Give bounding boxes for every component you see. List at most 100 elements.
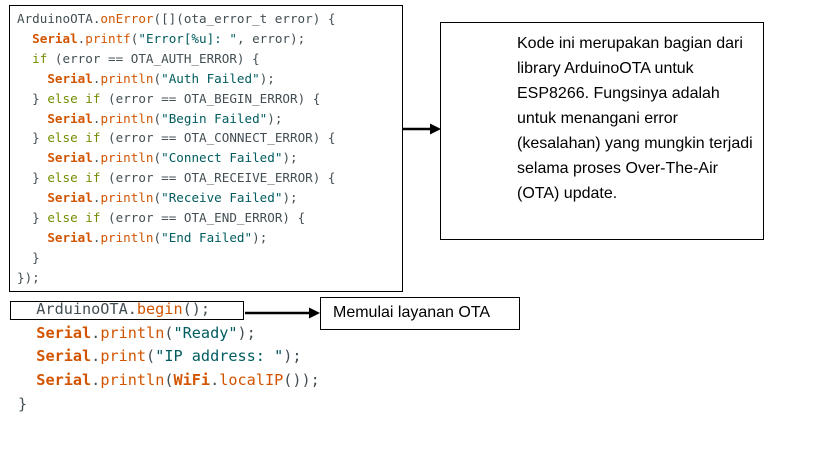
code-token: if xyxy=(85,130,101,146)
code-token: } xyxy=(17,90,48,106)
code-token: (error == OTA_BEGIN_ERROR) { xyxy=(100,90,321,106)
code-line: if (error == OTA_AUTH_ERROR) { xyxy=(17,49,336,69)
code-token: if xyxy=(85,90,101,106)
code-token: println xyxy=(100,150,154,166)
code-token: . xyxy=(210,371,220,390)
code-token: onError xyxy=(100,11,154,26)
code-token: (error == OTA_END_ERROR) { xyxy=(100,210,306,226)
code-token: ArduinoOTA. xyxy=(18,300,137,318)
code-token: localIP xyxy=(219,371,284,390)
code-token: println xyxy=(100,371,165,390)
code-token: Serial xyxy=(32,30,78,46)
code-token: ); xyxy=(283,347,302,366)
code-token: println xyxy=(100,190,154,206)
code-token: . xyxy=(77,30,86,46)
code-token: (); xyxy=(182,300,211,318)
code-line: } xyxy=(17,248,336,268)
code-token: Serial xyxy=(47,70,93,86)
code-token: "Ready" xyxy=(173,323,238,342)
code-token: ( xyxy=(153,110,162,126)
code-line: ArduinoOTA.begin(); xyxy=(18,298,320,322)
code-token: Serial xyxy=(36,323,92,342)
code-token: ); xyxy=(252,229,268,245)
code-line: Serial.println("Auth Failed"); xyxy=(17,69,336,89)
code-line: Serial.println("Begin Failed"); xyxy=(17,109,336,129)
code-token: println xyxy=(100,229,154,245)
code-token: "End Failed" xyxy=(161,229,253,245)
code-token: ); xyxy=(267,110,283,126)
code-token: ( xyxy=(153,229,162,245)
code-token: ( xyxy=(153,150,162,166)
arrow-to-begin-label-head xyxy=(309,307,320,319)
code-token: (error == OTA_CONNECT_ERROR) { xyxy=(100,130,336,146)
code-line: } else if (error == OTA_RECEIVE_ERROR) { xyxy=(17,168,335,188)
code-snippet-frame xyxy=(9,5,403,292)
code-token: ); xyxy=(282,150,298,166)
code-token: Serial xyxy=(47,190,93,206)
code-line: Serial.println("Receive Failed"); xyxy=(17,188,336,208)
code-block-begin: ArduinoOTA.begin(); Serial.println("Read… xyxy=(18,298,320,417)
begin-label-callout-box xyxy=(320,297,520,330)
code-token: WiFi xyxy=(173,371,211,390)
code-token: Serial xyxy=(47,150,93,166)
code-token: ( xyxy=(130,30,139,46)
code-token: "Begin Failed" xyxy=(161,110,268,126)
code-line: ArduinoOTA.onError([](ota_error_t error)… xyxy=(17,9,336,29)
code-token: . xyxy=(92,110,101,126)
code-token: ( xyxy=(164,323,174,342)
code-token: if xyxy=(85,170,101,186)
code-token: ()); xyxy=(283,371,320,390)
code-token: printf xyxy=(85,30,131,46)
code-token: . xyxy=(92,70,101,86)
code-token: "Connect Failed" xyxy=(161,150,283,166)
code-block-onerror: ArduinoOTA.onError([](ota_error_t error)… xyxy=(17,9,336,288)
code-token: Serial xyxy=(36,371,92,390)
code-line: }); xyxy=(17,268,336,288)
code-token: else xyxy=(47,90,78,106)
code-token: "Error[%u]: " xyxy=(138,30,237,46)
code-token: "Auth Failed" xyxy=(161,70,260,86)
code-token: } xyxy=(17,210,48,226)
arrow-to-description-head xyxy=(430,123,441,135)
code-token: print xyxy=(100,347,147,366)
code-line: Serial.println("Connect Failed"); xyxy=(17,148,336,168)
code-token: , error); xyxy=(236,30,306,46)
code-token: ); xyxy=(282,190,298,206)
code-token: else xyxy=(47,210,78,226)
code-line: } else if (error == OTA_END_ERROR) { xyxy=(17,208,336,228)
code-line: } xyxy=(18,393,320,417)
code-token: else xyxy=(47,130,78,146)
code-token: println xyxy=(100,70,154,86)
code-token: } xyxy=(17,170,48,186)
code-line: Serial.println("Ready"); xyxy=(18,322,320,346)
begin-line-highlight xyxy=(10,301,244,320)
code-token: . xyxy=(92,190,101,206)
code-line: } else if (error == OTA_BEGIN_ERROR) { xyxy=(17,89,336,109)
code-token: ( xyxy=(164,371,174,390)
code-token: . xyxy=(91,347,101,366)
code-token: Serial xyxy=(47,229,93,245)
code-line: Serial.printf("Error[%u]: ", error); xyxy=(17,29,336,49)
code-token: if xyxy=(85,210,101,226)
code-token: Serial xyxy=(47,110,93,126)
code-token: ); xyxy=(259,70,275,86)
code-token: } xyxy=(17,130,48,146)
begin-label-text: Memulai layanan OTA xyxy=(333,304,491,321)
code-token: . xyxy=(92,150,101,166)
code-line: Serial.print("IP address: "); xyxy=(18,345,320,369)
code-token: ( xyxy=(153,190,162,206)
code-token: . xyxy=(91,371,101,390)
code-token: if xyxy=(32,50,48,66)
code-token: } xyxy=(17,249,40,265)
code-line: Serial.println("End Failed"); xyxy=(17,228,336,248)
code-token: "Receive Failed" xyxy=(161,190,283,206)
code-token: Serial xyxy=(36,347,92,366)
code-line: } else if (error == OTA_CONNECT_ERROR) { xyxy=(17,128,336,148)
code-token: } xyxy=(18,394,28,413)
code-token: ( xyxy=(146,347,156,366)
code-token: . xyxy=(92,229,101,245)
code-token: ); xyxy=(237,323,256,342)
code-token: . xyxy=(91,323,101,342)
description-callout-box xyxy=(440,22,764,240)
